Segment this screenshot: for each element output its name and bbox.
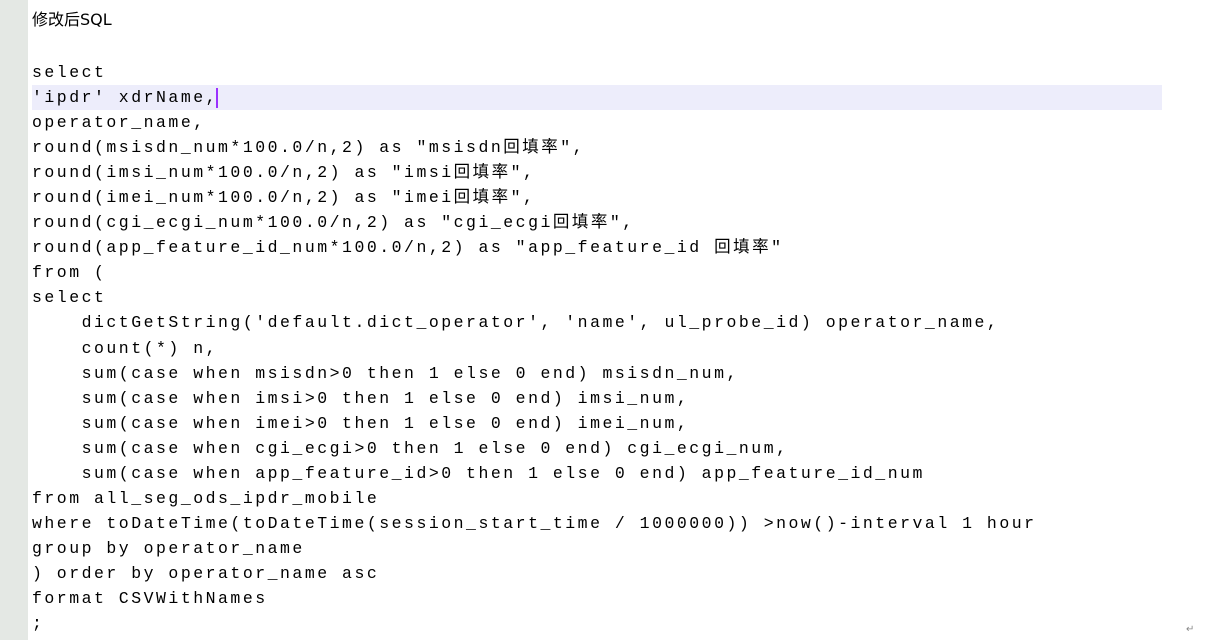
code-line[interactable]: select bbox=[32, 285, 1162, 310]
code-line[interactable]: ) order by operator_name asc bbox=[32, 561, 1162, 586]
code-line[interactable]: round(app_feature_id_num*100.0/n,2) as "… bbox=[32, 235, 1162, 260]
code-line[interactable]: where toDateTime(toDateTime(session_star… bbox=[32, 511, 1162, 536]
code-line[interactable]: 'ipdr' xdrName, bbox=[32, 85, 1162, 111]
code-line[interactable]: from ( bbox=[32, 260, 1162, 285]
code-line-text: count(*) n, bbox=[32, 338, 219, 358]
text-caret bbox=[216, 87, 219, 108]
code-line-text: round(msisdn_num*100.0/n,2) as "msisdn回填… bbox=[32, 138, 586, 158]
editor-gutter bbox=[0, 0, 28, 640]
code-line-text: where toDateTime(toDateTime(session_star… bbox=[32, 513, 1037, 533]
code-line[interactable]: round(imsi_num*100.0/n,2) as "imsi回填率", bbox=[32, 160, 1162, 185]
code-line-text: sum(case when imei>0 then 1 else 0 end) … bbox=[32, 413, 690, 433]
code-line-text: format CSVWithNames bbox=[32, 588, 268, 608]
code-line-text: round(cgi_ecgi_num*100.0/n,2) as "cgi_ec… bbox=[32, 213, 635, 233]
code-line-text: sum(case when msisdn>0 then 1 else 0 end… bbox=[32, 363, 739, 383]
code-line-text: from all_seg_ods_ipdr_mobile bbox=[32, 488, 380, 508]
code-line[interactable]: select bbox=[32, 60, 1162, 85]
code-line-text: round(imei_num*100.0/n,2) as "imei回填率", bbox=[32, 188, 536, 208]
paragraph-mark-icon: ↵ bbox=[1186, 624, 1195, 635]
code-line-text: sum(case when imsi>0 then 1 else 0 end) … bbox=[32, 388, 690, 408]
code-line[interactable]: format CSVWithNames bbox=[32, 586, 1162, 611]
code-line-text: ; bbox=[32, 614, 45, 634]
code-line-text: sum(case when cgi_ecgi>0 then 1 else 0 e… bbox=[32, 438, 789, 458]
sql-code-block[interactable]: select 'ipdr' xdrName, operator_name,round… bbox=[32, 60, 1162, 636]
code-line[interactable]: ; bbox=[32, 611, 1162, 636]
code-line[interactable]: operator_name, bbox=[32, 110, 1162, 135]
code-line[interactable]: group by operator_name bbox=[32, 536, 1162, 561]
code-line-text: operator_name, bbox=[32, 113, 206, 133]
code-line[interactable]: round(msisdn_num*100.0/n,2) as "msisdn回填… bbox=[32, 135, 1162, 160]
code-line[interactable]: sum(case when cgi_ecgi>0 then 1 else 0 e… bbox=[32, 436, 1162, 461]
code-line-text: round(imsi_num*100.0/n,2) as "imsi回填率", bbox=[32, 163, 536, 183]
document-heading: 修改后SQL bbox=[32, 10, 112, 29]
code-line[interactable]: sum(case when imsi>0 then 1 else 0 end) … bbox=[32, 386, 1162, 411]
code-line[interactable]: dictGetString('default.dict_operator', '… bbox=[32, 310, 1162, 335]
code-line-text: dictGetString('default.dict_operator', '… bbox=[32, 313, 1000, 333]
code-line-text: select bbox=[32, 288, 107, 308]
code-line[interactable]: sum(case when msisdn>0 then 1 else 0 end… bbox=[32, 361, 1162, 386]
code-line[interactable]: sum(case when imei>0 then 1 else 0 end) … bbox=[32, 411, 1162, 436]
code-line[interactable]: count(*) n, bbox=[32, 336, 1162, 361]
code-line-text: sum(case when app_feature_id>0 then 1 el… bbox=[32, 463, 925, 483]
code-line-text: ) order by operator_name asc bbox=[32, 563, 380, 583]
code-line[interactable]: from all_seg_ods_ipdr_mobile bbox=[32, 486, 1162, 511]
code-line-text: select bbox=[32, 63, 107, 82]
code-line-text: 'ipdr' xdrName, bbox=[32, 88, 219, 108]
code-line-text: group by operator_name bbox=[32, 538, 305, 558]
code-line[interactable]: sum(case when app_feature_id>0 then 1 el… bbox=[32, 461, 1162, 486]
code-line[interactable]: round(imei_num*100.0/n,2) as "imei回填率", bbox=[32, 185, 1162, 210]
code-line[interactable]: round(cgi_ecgi_num*100.0/n,2) as "cgi_ec… bbox=[32, 210, 1162, 235]
code-line-text: from ( bbox=[32, 263, 107, 283]
code-line-text: round(app_feature_id_num*100.0/n,2) as "… bbox=[32, 238, 784, 258]
